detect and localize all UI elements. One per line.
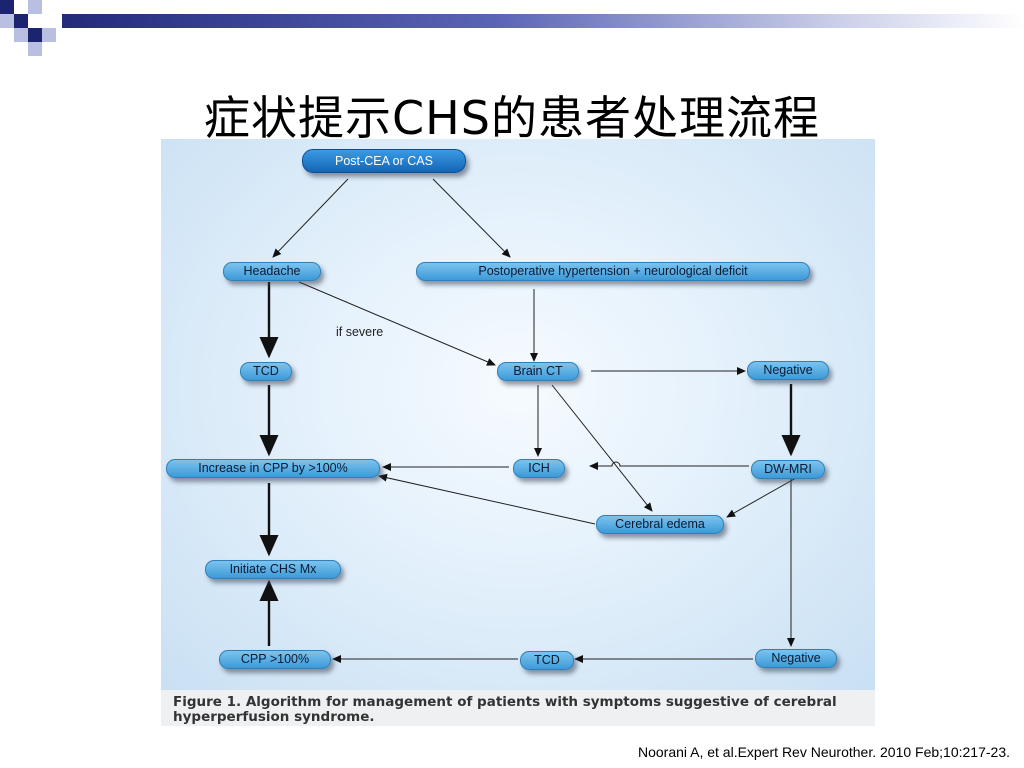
edge-post-headache — [272, 178, 349, 258]
edge-ct-edema — [551, 384, 653, 512]
node-negative-bottom: Negative — [755, 649, 837, 668]
edge-edema-increase — [378, 473, 596, 525]
edge-mri-ich — [589, 461, 749, 470]
node-tcd-left: TCD — [240, 362, 292, 381]
node-tcd-bottom: TCD — [520, 651, 574, 670]
edge-post-postop — [432, 178, 511, 258]
node-headache: Headache — [223, 262, 321, 281]
node-cerebral-edema: Cerebral edema — [596, 515, 724, 534]
node-initiate-chs: Initiate CHS Mx — [205, 560, 341, 579]
figure-caption-text: Figure 1. Algorithm for management of pa… — [173, 694, 837, 725]
slide-title: 症状提示CHS的患者处理流程 — [204, 91, 820, 145]
flowchart-edges — [259, 178, 801, 663]
node-dw-mri: DW-MRI — [751, 460, 825, 479]
node-cpp-100: CPP >100% — [219, 650, 331, 669]
figure-caption: Figure 1. Algorithm for management of pa… — [161, 690, 875, 726]
edge-headache-ct — [298, 281, 496, 366]
node-ich: ICH — [513, 459, 565, 478]
node-brain-ct: Brain CT — [497, 362, 579, 381]
edge-mri-edema — [726, 477, 797, 518]
flowchart-figure: if severe Post-CEA or CAS Headache Posto… — [161, 139, 875, 690]
node-post-cea: Post-CEA or CAS — [302, 149, 466, 173]
node-increase-cpp: Increase in CPP by >100% — [166, 459, 380, 478]
header-rule — [62, 14, 1024, 28]
node-negative-top: Negative — [747, 361, 829, 380]
citation: Noorani A, et al.Expert Rev Neurother. 2… — [637, 744, 1010, 760]
if-severe-label: if severe — [336, 325, 384, 339]
node-postop-hypertension: Postoperative hypertension + neurologica… — [416, 262, 810, 281]
